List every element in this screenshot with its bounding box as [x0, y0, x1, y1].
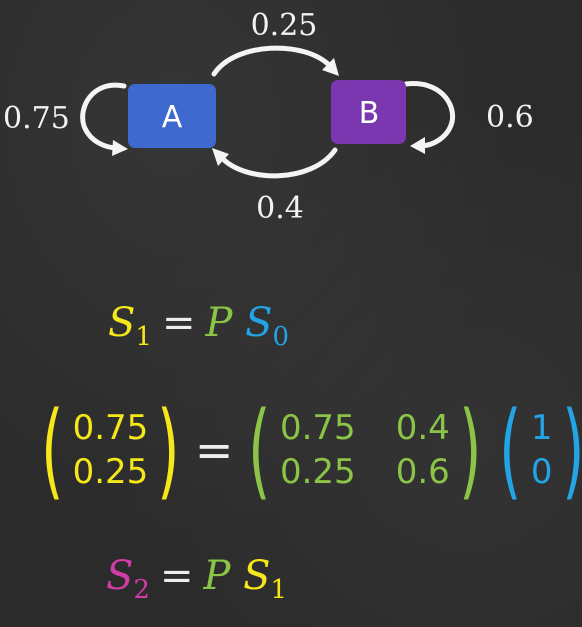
eq1-lhs: S1: [108, 300, 152, 352]
equation-s1: S1=P S0: [108, 300, 289, 352]
transition-matrix-right-paren: ): [458, 389, 482, 511]
initial-state-entry: 0: [530, 452, 553, 492]
initial-state-right-paren: ): [561, 389, 582, 511]
markov-chain-diagram: 0.25 0.4 0.75 0.6 A B: [3, 8, 534, 226]
eq3-matrix-p: P: [203, 553, 231, 599]
edge-a-to-b-label: 0.25: [251, 8, 318, 43]
transition-matrix: ( 0.75 0.25 0.4 0.6 ): [239, 389, 490, 511]
state-node-b-label: B: [359, 96, 380, 131]
edge-b-self-loop-arrow: [403, 81, 456, 149]
state-node-b: [331, 80, 406, 144]
transition-matrix-entry: 0.25: [279, 452, 356, 492]
eq3-state-s1: S1: [243, 553, 288, 605]
edge-a-self-loop-arrow: [80, 82, 127, 151]
edge-b-to-a-arrowhead: [212, 148, 229, 166]
initial-state-entry: 1: [530, 408, 553, 448]
edge-b-to-a-label: 0.4: [256, 191, 304, 226]
result-vector-entry: 0.75: [72, 408, 149, 448]
eq1-equals: =: [161, 300, 196, 346]
eq1-matrix-p: P: [205, 300, 233, 346]
initial-state-vector: ( 1 0 ): [490, 389, 582, 511]
eq3-lhs: S2: [106, 553, 150, 605]
transition-matrix-entry: 0.4: [395, 408, 450, 448]
eq1-state-s0: S0: [245, 300, 290, 352]
result-vector-entry: 0.25: [72, 452, 149, 492]
result-vector-left-paren: (: [41, 389, 64, 511]
edge-a-to-b-arrowhead: [322, 58, 339, 76]
equation-s2: S2=P S1: [106, 553, 287, 605]
result-vector: ( 0.75 0.25 ): [32, 389, 189, 511]
transition-matrix-entry: 0.6: [395, 452, 450, 492]
edge-b-self-loop-label: 0.6: [486, 100, 534, 135]
edge-a-to-b-arrow: [211, 45, 333, 77]
initial-state-left-paren: (: [499, 389, 522, 511]
equation-matrix-multiplication: ( 0.75 0.25 ) = ( 0.75 0.25 0.4 0.6 ) ( …: [32, 389, 582, 511]
eq3-equals: =: [159, 553, 194, 599]
edge-b-to-a-arrow: [219, 147, 338, 179]
result-vector-right-paren: ): [157, 389, 180, 511]
transition-matrix-left-paren: (: [248, 389, 271, 511]
edge-b-self-loop-arrowhead: [410, 137, 425, 154]
edge-a-self-loop-label: 0.75: [3, 101, 70, 136]
eq2-equals: =: [194, 423, 234, 477]
state-node-a-label: A: [162, 100, 183, 135]
edge-a-self-loop-arrowhead: [112, 140, 128, 156]
transition-matrix-entry: 0.75: [279, 408, 356, 448]
state-node-a: [128, 84, 216, 148]
